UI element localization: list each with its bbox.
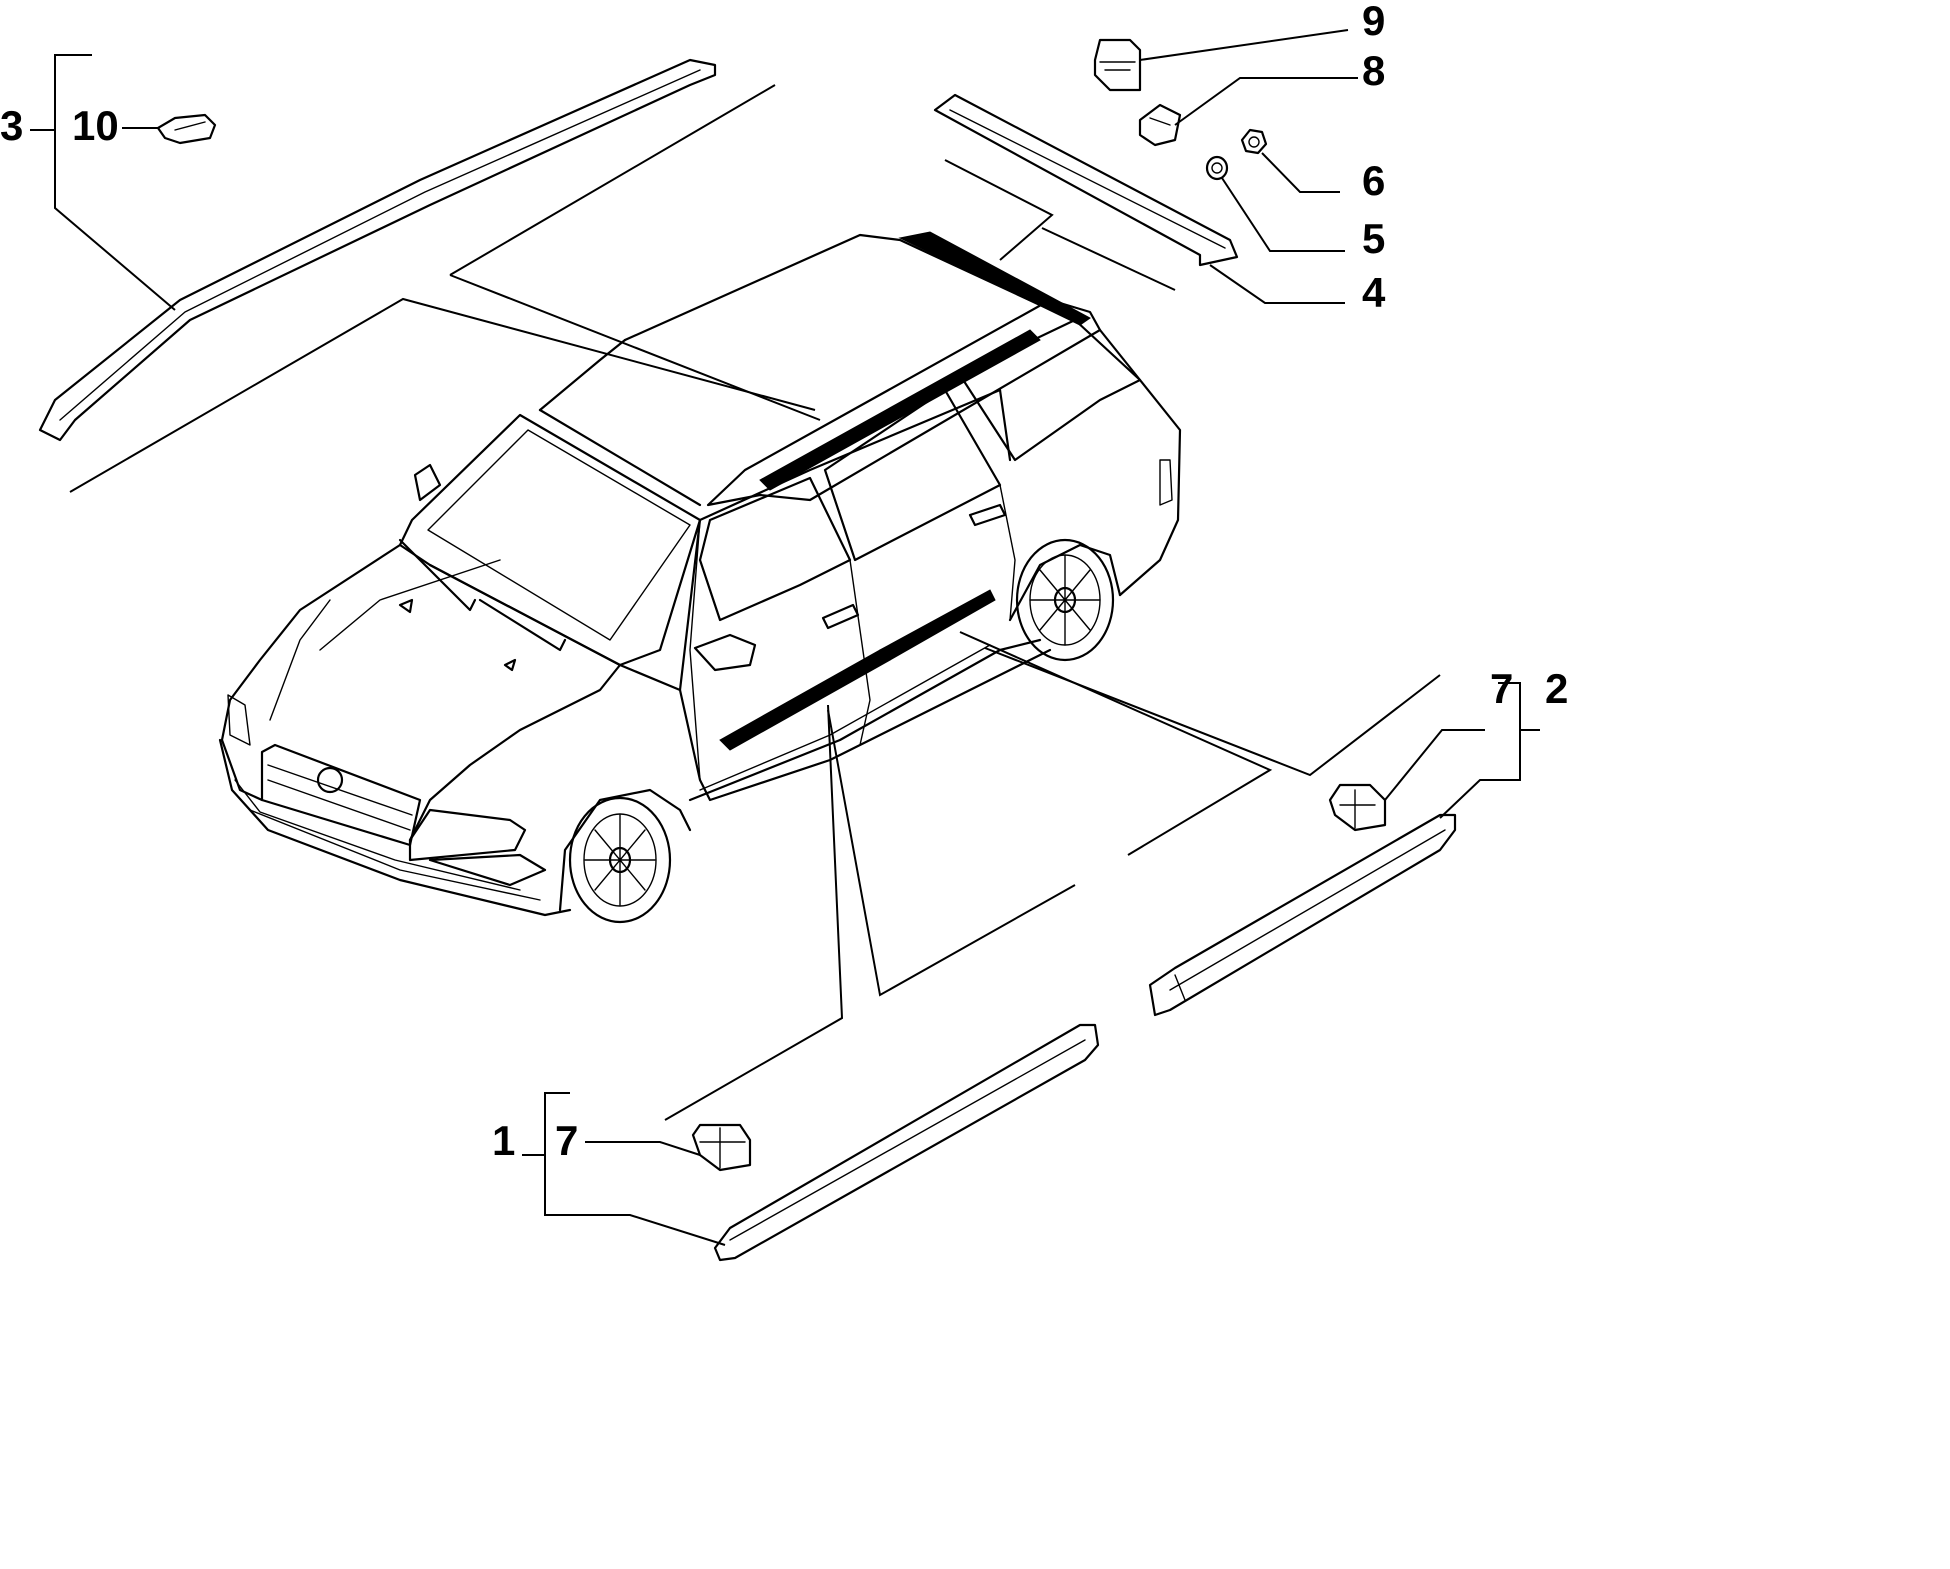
bracket-part-8	[1138, 103, 1182, 147]
callout-7-right: 7	[1490, 665, 1514, 712]
leader-lines	[30, 29, 1540, 1246]
side-moulding-part-2	[1148, 813, 1457, 1017]
callout-6: 6	[1362, 157, 1386, 204]
clip-part-9	[1093, 38, 1142, 92]
end-cap-part-10	[156, 113, 217, 145]
callout-9: 9	[1362, 0, 1386, 44]
callout-3: 3	[0, 102, 24, 149]
side-moulding-part-1	[713, 1023, 1100, 1262]
callout-7-bottom: 7	[555, 1117, 579, 1164]
clip-part-7-bottom	[691, 1123, 752, 1172]
station-wagon-car	[218, 231, 1182, 924]
clip-part-7-right	[1328, 783, 1387, 832]
roof-rail-left	[38, 58, 717, 442]
callout-4: 4	[1362, 269, 1386, 316]
nut-part-6	[1240, 128, 1268, 155]
washer-part-5	[1205, 155, 1229, 181]
roof-trim-right	[933, 93, 1239, 267]
callout-8: 8	[1362, 47, 1386, 94]
callout-10: 10	[72, 102, 119, 149]
callout-5: 5	[1362, 215, 1386, 262]
callout-2: 2	[1545, 665, 1569, 712]
callout-1: 1	[492, 1117, 516, 1164]
